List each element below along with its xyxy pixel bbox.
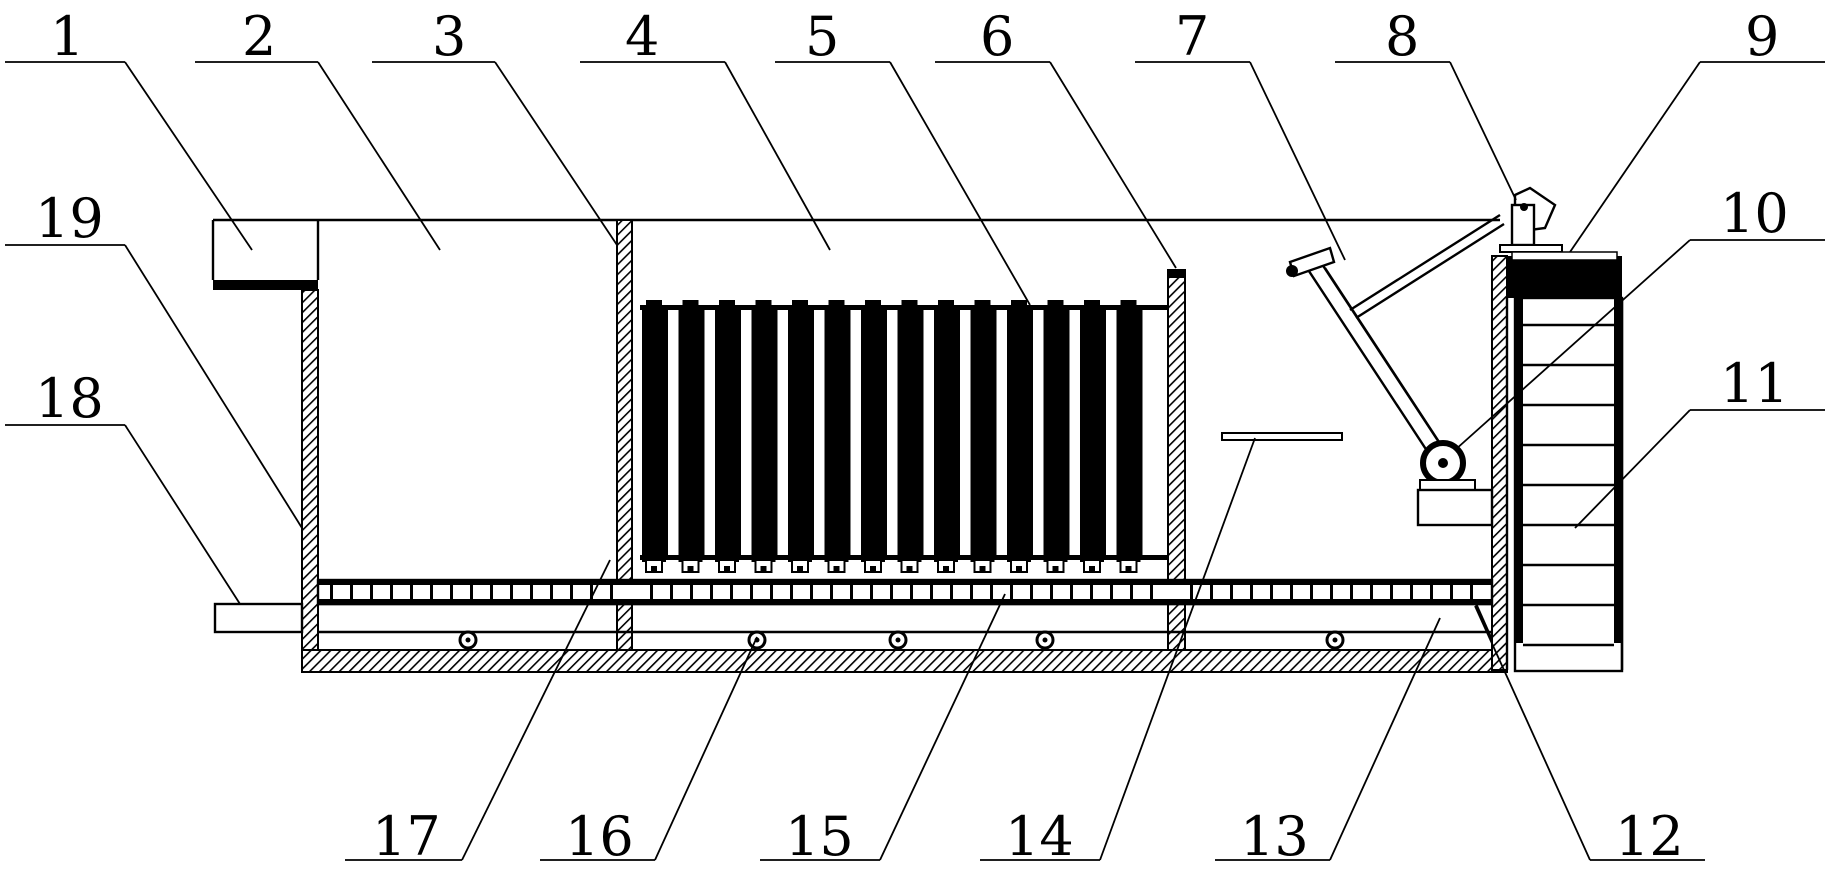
- callout-11: 11: [1720, 352, 1789, 415]
- callout-9: 9: [1745, 5, 1779, 68]
- callout-5: 5: [805, 5, 839, 68]
- callout-labels: 1 2 3 4 5 6 7 8 9 10 11 19 18 17 16 15 1…: [35, 5, 1789, 868]
- membrane-module: [1007, 300, 1033, 573]
- membrane-module: [1116, 300, 1143, 573]
- perforated-plate: [316, 578, 1494, 606]
- scraper-arm: [1286, 213, 1505, 527]
- membrane-module: [715, 300, 741, 573]
- callout-2: 2: [242, 5, 276, 68]
- baffle-plate: [1221, 432, 1343, 441]
- membrane-module: [934, 300, 960, 573]
- drive-unit: [1499, 186, 1563, 253]
- membrane-module: [1043, 300, 1070, 573]
- callout-12: 12: [1615, 805, 1684, 868]
- callout-7: 7: [1175, 5, 1209, 68]
- membrane-module: [897, 300, 924, 573]
- leader-lines: [5, 61, 1825, 861]
- tank-body: [211, 218, 1508, 673]
- callout-14: 14: [1005, 805, 1074, 868]
- membrane-module: [824, 300, 851, 573]
- callout-18: 18: [35, 367, 104, 430]
- callout-19: 19: [35, 187, 104, 250]
- callout-6: 6: [980, 5, 1014, 68]
- callout-10: 10: [1720, 182, 1789, 245]
- membrane-module: [788, 300, 814, 573]
- side-tower: [1505, 251, 1624, 673]
- callout-1: 1: [50, 5, 84, 68]
- callout-13: 13: [1240, 805, 1309, 868]
- aeration-pipes: [458, 630, 1345, 650]
- callout-8: 8: [1385, 5, 1419, 68]
- callout-3: 3: [432, 5, 466, 68]
- callout-16: 16: [565, 805, 634, 868]
- membrane-modules: [640, 300, 1168, 573]
- membrane-module: [678, 300, 705, 573]
- membrane-module: [751, 300, 778, 573]
- membrane-module: [970, 300, 997, 573]
- callout-15: 15: [785, 805, 854, 868]
- membrane-module: [1080, 300, 1106, 573]
- callout-4: 4: [625, 5, 659, 68]
- membrane-module: [861, 300, 887, 573]
- membrane-module: [642, 300, 668, 573]
- callout-17: 17: [372, 805, 441, 868]
